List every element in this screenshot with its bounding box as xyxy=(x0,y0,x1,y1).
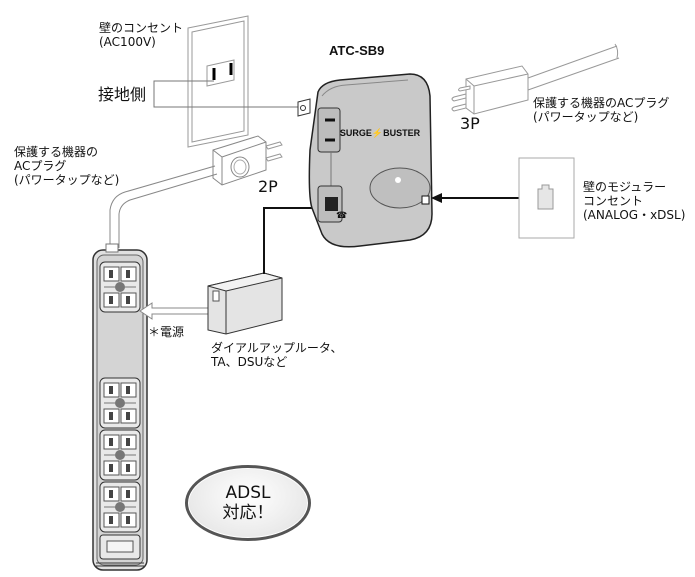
outlet-pair xyxy=(99,377,141,429)
power-strip-switch xyxy=(96,534,144,567)
badge-line-2: 対応！ xyxy=(222,503,274,523)
power-strip-outlets xyxy=(99,261,141,533)
ac-plug-right-label: 保護する機器のACプラグ (パワータップなど) xyxy=(533,96,670,124)
wall-outlet-label: 壁のコンセント (AC100V) xyxy=(99,21,184,49)
adsl-badge: ADSL 対応！ xyxy=(185,465,311,541)
modular-outlet-label: 壁のモジュラー コンセント (ANALOG・xDSL) xyxy=(583,180,686,222)
ground-side-leader xyxy=(153,80,300,108)
power-strip-cable xyxy=(109,165,218,248)
plug-2p-label: 2P xyxy=(258,177,278,196)
surge-protector-icon xyxy=(297,73,433,248)
power-note-label: ＊電源 xyxy=(148,325,185,339)
ac-plug-left-label: 保護する機器の ACプラグ (パワータップなど) xyxy=(14,145,120,187)
modular-jack-icon xyxy=(518,157,575,239)
plug-2p-icon xyxy=(212,135,283,186)
outlet-pair xyxy=(99,261,141,313)
router-label: ダイアルアップルータ、 TA、DSUなど xyxy=(211,341,343,369)
badge-line-1: ADSL xyxy=(225,483,271,503)
power-arrow xyxy=(139,302,211,320)
model-title: ATC-SB9 xyxy=(329,43,385,58)
phone-icon: ☎ xyxy=(336,211,347,221)
wall-outlet-icon xyxy=(187,15,249,148)
plug-3p-label: 3P xyxy=(460,114,480,133)
outlet-pair xyxy=(99,481,141,533)
plug-3p-icon xyxy=(451,43,620,115)
brand-logo: SURGE⚡BUSTER xyxy=(340,127,421,139)
ground-side-label: 接地側 xyxy=(98,85,147,104)
outlet-pair xyxy=(99,429,141,481)
router-icon xyxy=(207,272,283,335)
